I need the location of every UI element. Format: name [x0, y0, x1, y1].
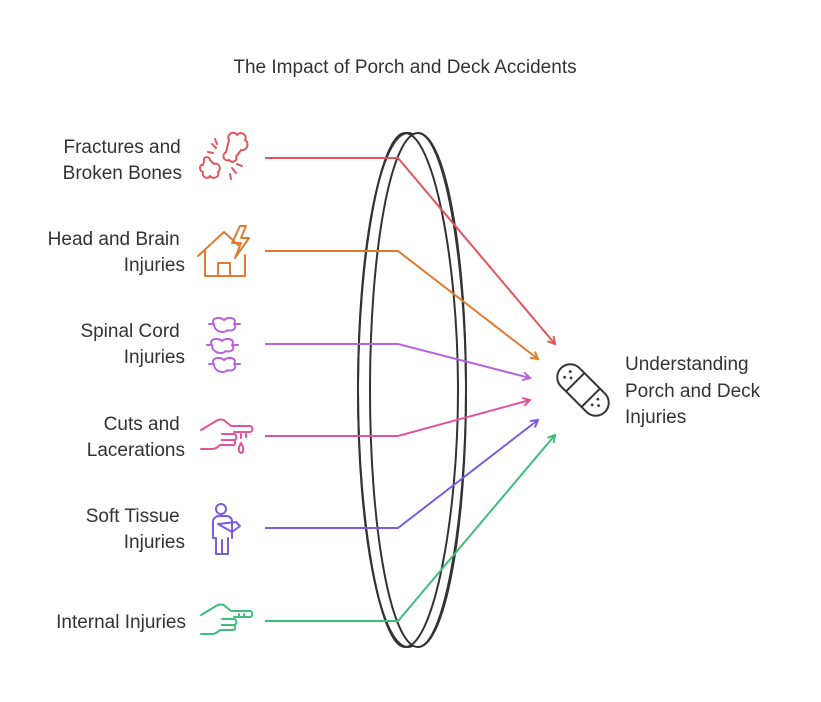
bandage-icon	[556, 363, 610, 417]
broken-bone-icon	[199, 131, 249, 180]
arrow-head-brain	[265, 250, 538, 359]
target-label: Understanding Porch and Deck Injuries	[625, 354, 765, 428]
arrow-cuts	[265, 400, 530, 437]
pointing-hand-icon	[200, 603, 254, 635]
spine-icon	[206, 316, 241, 373]
label-cuts: Cuts and Lacerations	[87, 414, 185, 461]
label-soft-tissue: Soft Tissue Injuries	[86, 506, 185, 553]
bleeding-hand-icon	[200, 418, 254, 454]
label-fractures: Fractures and Broken Bones	[63, 137, 186, 184]
arrow-spinal-cord	[265, 343, 530, 378]
lens-shape	[356, 132, 468, 648]
label-internal: Internal Injuries	[56, 612, 186, 633]
label-head-brain: Head and Brain Injuries	[48, 229, 185, 276]
arrow-fractures	[265, 157, 555, 344]
person-sling-icon	[212, 503, 241, 555]
label-spinal-cord: Spinal Cord Injuries	[80, 321, 185, 368]
house-lightning-icon	[197, 225, 250, 277]
arrow-internal	[265, 435, 555, 622]
diagram-title: The Impact of Porch and Deck Accidents	[233, 57, 576, 78]
arrow-soft-tissue	[265, 420, 538, 529]
connector-arrows	[265, 157, 555, 622]
